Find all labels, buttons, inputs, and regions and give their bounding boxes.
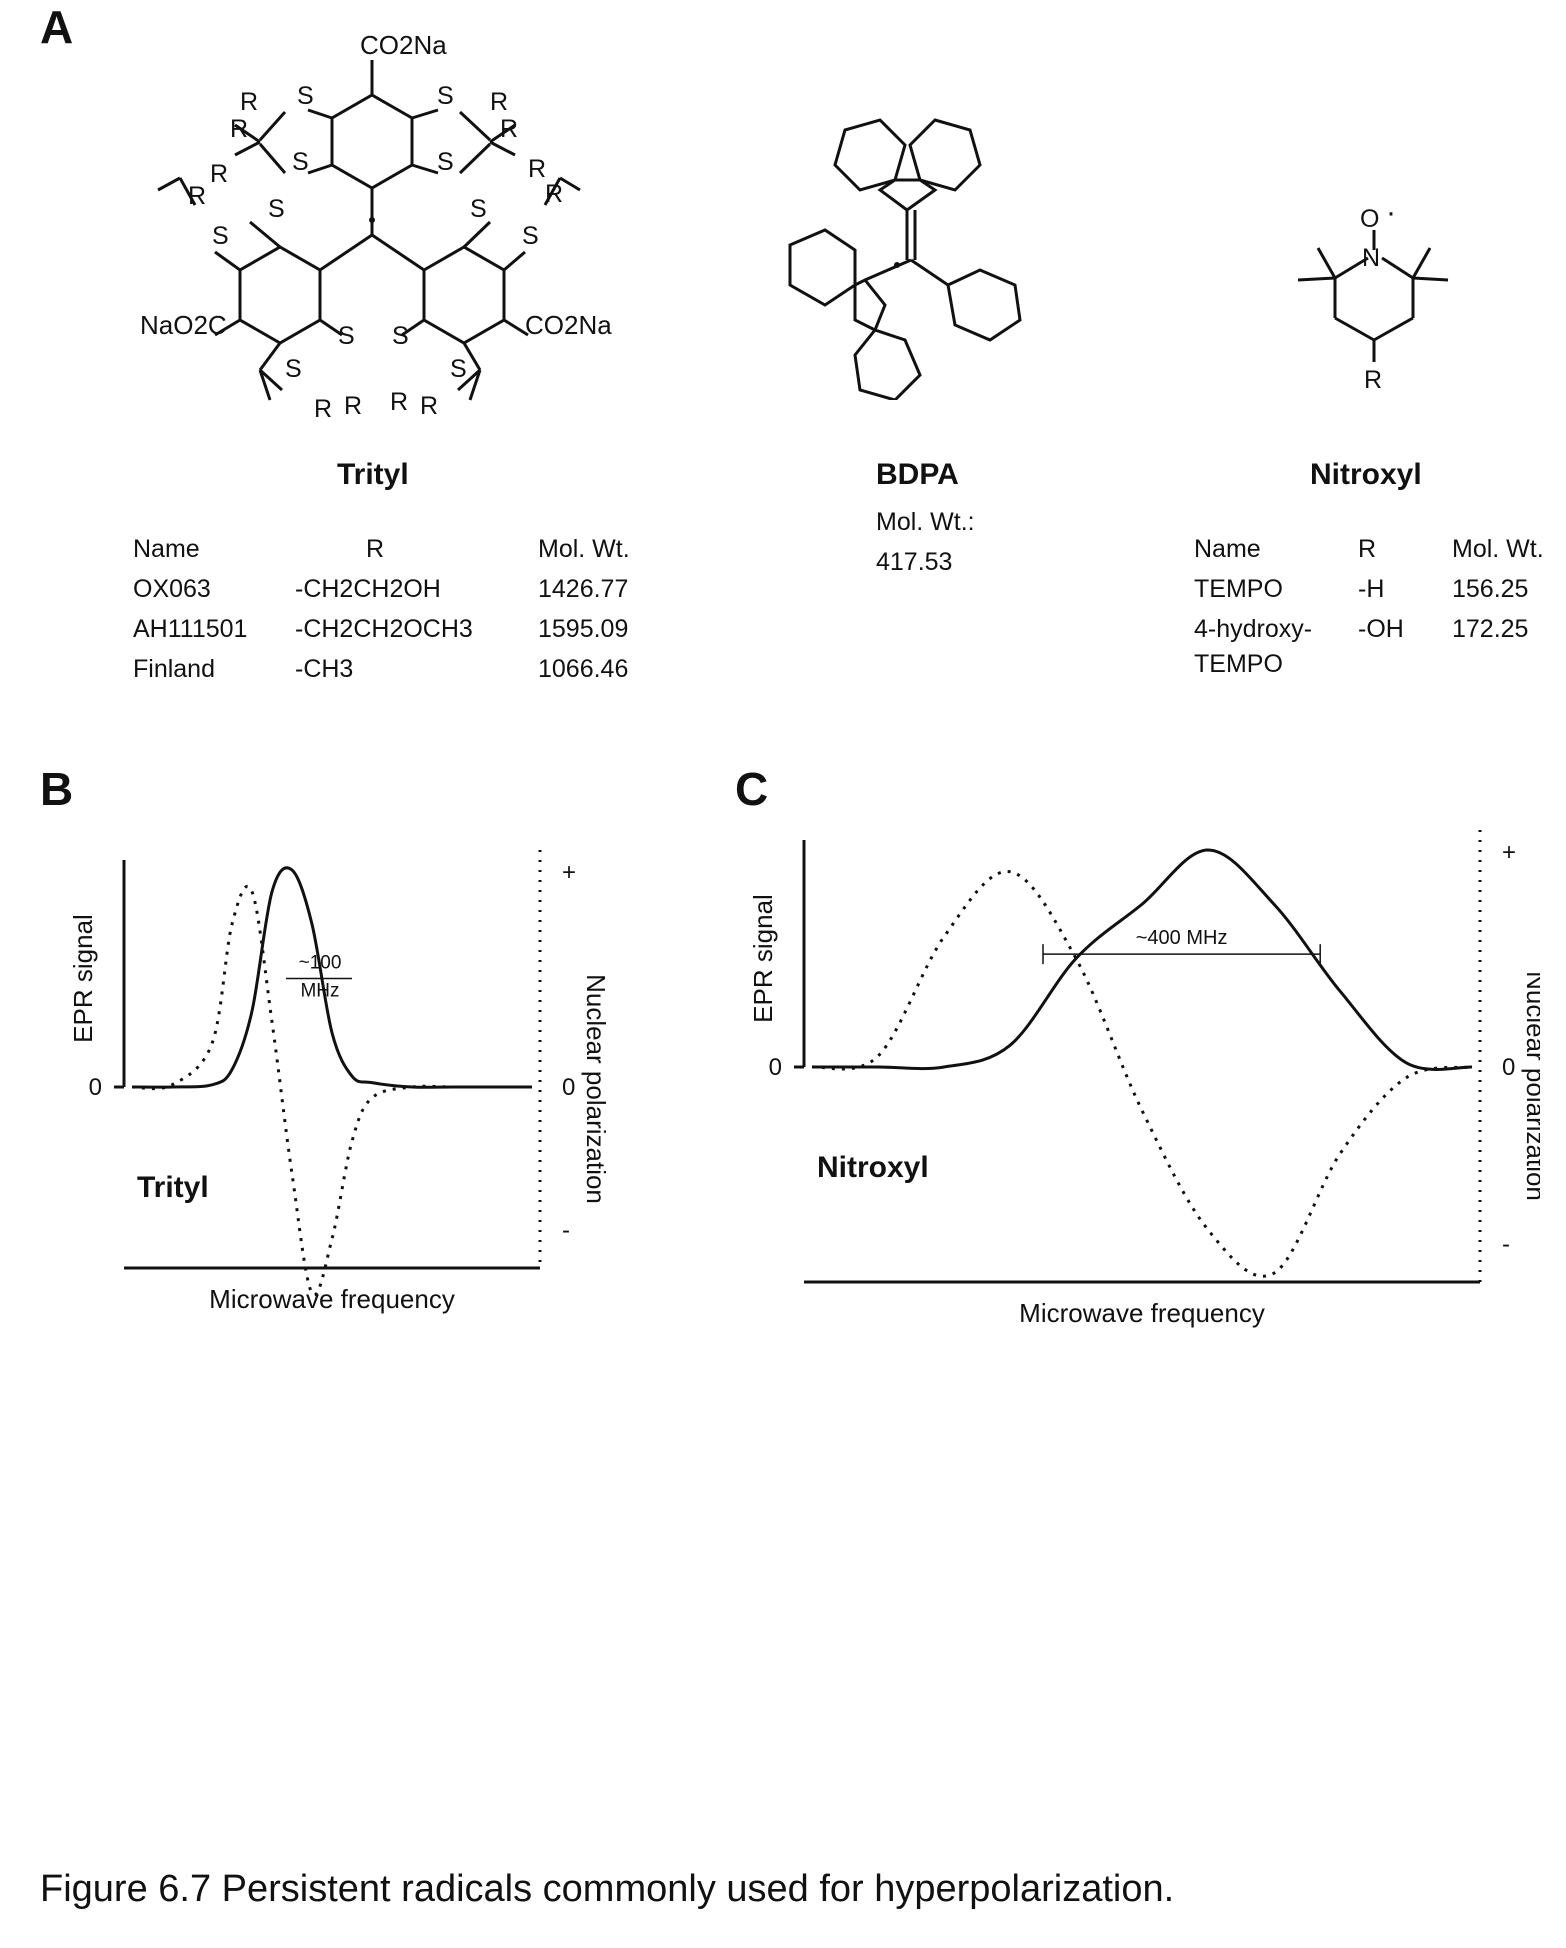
- nitroxyl-o: O: [1360, 205, 1380, 233]
- trityl-header-mw: Mol. Wt.: [538, 535, 630, 563]
- nitroxyl-r: R: [1364, 366, 1383, 394]
- right-tick-zero: 0: [562, 1074, 575, 1101]
- y-label-right: Nuclear polarization: [1521, 971, 1540, 1201]
- chart-title: Nitroxyl: [817, 1151, 929, 1184]
- nitroxyl-name: Nitroxyl: [1310, 458, 1422, 491]
- trityl-header-name: Name: [133, 535, 200, 563]
- y-label-left: EPR signal: [748, 894, 778, 1023]
- trityl-s-6: S: [212, 222, 229, 250]
- nuclear-polarization-curve: [131, 884, 532, 1297]
- trityl-row-0-r: -CH2CH2OH: [295, 575, 441, 603]
- nitroxyl-row-0-name: TEMPO: [1194, 575, 1283, 603]
- trityl-row-2-r: -CH3: [295, 655, 354, 683]
- trityl-s-7: S: [285, 355, 302, 383]
- nitroxyl-row-0-r: -H: [1358, 575, 1385, 603]
- x-label: Microwave frequency: [1019, 1298, 1265, 1328]
- right-tick-plus: +: [562, 859, 576, 886]
- trityl-header-r: R: [366, 535, 385, 563]
- nitroxyl-header-r: R: [1358, 535, 1377, 563]
- trityl-r-10: R: [344, 392, 363, 420]
- nitroxyl-row-1-name2: TEMPO: [1194, 650, 1283, 678]
- nitroxyl-radical-dot: ·: [1386, 196, 1396, 229]
- left-tick-zero: 0: [89, 1074, 102, 1101]
- trityl-s-1: S: [297, 82, 314, 110]
- trityl-r-7: R: [528, 155, 547, 183]
- trityl-r-8: R: [545, 180, 564, 208]
- epr-signal-curve: [131, 866, 532, 1089]
- trityl-s-3: S: [437, 82, 454, 110]
- trityl-row-1-mw: 1595.09: [538, 615, 629, 643]
- trityl-r-3: R: [490, 88, 509, 116]
- epr-signal-curve: [812, 848, 1473, 1071]
- left-tick-zero: 0: [769, 1054, 782, 1081]
- bdpa-mw-value: 417.53: [876, 548, 953, 576]
- figure-caption: Figure 6.7 Persistent radicals commonly …: [40, 1868, 1175, 1910]
- nuclear-polarization-curve: [811, 870, 1473, 1278]
- nitroxyl-n: N: [1362, 244, 1381, 272]
- trityl-row-1-name: AH111501: [133, 615, 248, 643]
- trityl-s-2: S: [292, 148, 309, 176]
- trityl-s-9: S: [470, 195, 487, 223]
- trityl-row-0-mw: 1426.77: [538, 575, 629, 603]
- width-annotation: ~400 MHz: [1136, 927, 1228, 949]
- bdpa-structure: [788, 118, 1022, 400]
- trityl-row-2-name: Finland: [133, 655, 215, 683]
- trityl-r-2: R: [230, 115, 249, 143]
- panel-b-label: B: [40, 763, 74, 815]
- trityl-row-0-name: OX063: [133, 575, 211, 603]
- trityl-r-6: R: [188, 182, 207, 210]
- nitroxyl-header-mw: Mol. Wt.: [1452, 535, 1544, 563]
- trityl-row-1-r: -CH2CH2OCH3: [295, 615, 473, 643]
- trityl-co2na-right: CO2Na: [525, 310, 612, 340]
- panel-c-label: C: [735, 763, 769, 815]
- trityl-row-2-mw: 1066.46: [538, 655, 629, 683]
- trityl-r-12: R: [420, 392, 439, 420]
- bdpa-mw-label: Mol. Wt.:: [876, 508, 975, 536]
- right-tick-minus: -: [1502, 1231, 1510, 1258]
- trityl-r-9: R: [314, 395, 333, 423]
- chart-b-trityl: 0 +0 - EPR signal Nuclear polarizationMicrow…: [70, 850, 611, 1314]
- trityl-s-12: S: [392, 322, 409, 350]
- trityl-s-5: S: [268, 195, 285, 223]
- nitroxyl-row-1-mw: 172.25: [1452, 615, 1529, 643]
- trityl-naco2c-left: NaO2C: [140, 310, 227, 340]
- chart-title: Trityl: [137, 1171, 209, 1204]
- right-tick-zero: 0: [1502, 1054, 1515, 1081]
- trityl-s-4: S: [437, 148, 454, 176]
- trityl-r-1: R: [240, 88, 259, 116]
- x-label: Microwave frequency: [209, 1284, 455, 1314]
- y-label-right: Nuclear polarization: [581, 974, 611, 1204]
- nitroxyl-row-1-r: -OH: [1358, 615, 1404, 643]
- trityl-s-10: S: [522, 222, 539, 250]
- trityl-structure: [157, 60, 581, 401]
- nitroxyl-row-1-name: 4-hydroxy-: [1194, 615, 1313, 643]
- nitroxyl-header-name: Name: [1194, 535, 1261, 563]
- trityl-r-5: R: [210, 160, 229, 188]
- width-annotation-2: MHz: [300, 981, 339, 1002]
- panel-a-label: A: [40, 1, 74, 53]
- right-tick-minus: -: [562, 1217, 570, 1244]
- trityl-name: Trityl: [337, 458, 409, 491]
- nitroxyl-row-0-mw: 156.25: [1452, 575, 1529, 603]
- trityl-co2na-top: CO2Na: [360, 30, 447, 60]
- trityl-r-11: R: [390, 388, 409, 416]
- right-tick-plus: +: [1502, 839, 1516, 866]
- width-annotation-1: ~100: [299, 953, 342, 974]
- y-label-left: EPR signal: [70, 914, 98, 1043]
- trityl-s-8: S: [338, 322, 355, 350]
- nitroxyl-structure: [1297, 230, 1449, 362]
- bdpa-name: BDPA: [876, 458, 959, 491]
- trityl-r-4: R: [500, 115, 519, 143]
- trityl-s-11: S: [450, 355, 467, 383]
